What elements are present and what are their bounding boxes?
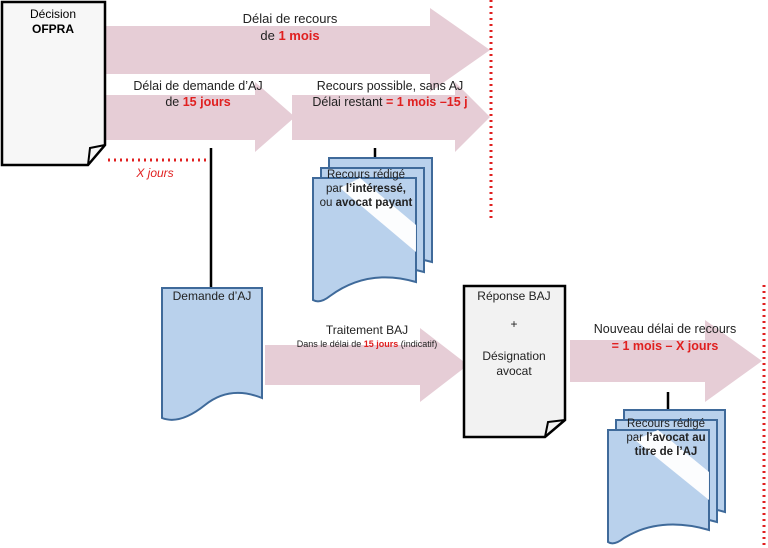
traitement-sub: Dans le délai de 15 jours (indicatif) <box>297 339 438 349</box>
demande-aj-label-line1: Délai de demande d’AJ <box>133 79 262 93</box>
demande-aj-label-line2: de 15 jours <box>165 95 230 109</box>
reponse-line4: avocat <box>496 364 532 378</box>
demande-aj-document <box>161 287 263 421</box>
recours-redige-1-line1: Recours rédigé <box>327 169 405 181</box>
recours-redige-2-line2: par l’avocat au <box>626 432 705 444</box>
recours-redige-stack-1 <box>312 157 433 303</box>
recours-redige-2-line3: titre de l’AJ <box>635 446 698 458</box>
nouveau-line2: = 1 mois – X jours <box>612 339 719 353</box>
arrow-nouveau-delai <box>570 320 762 402</box>
reponse-line3: Désignation <box>482 349 545 363</box>
recours-label-line1: Délai de recours <box>243 11 338 26</box>
decision-label-line1: Décision <box>30 7 76 21</box>
arrow-traitement-baj <box>265 328 468 402</box>
recours-label-line2: de 1 mois <box>260 28 319 43</box>
decision-ofpra-document <box>0 0 107 167</box>
nouveau-line1: Nouveau délai de recours <box>594 322 736 336</box>
arrow-recours-possible <box>292 82 490 152</box>
demande-box-label: Demande d’AJ <box>173 289 252 303</box>
recours-redige-stack-2 <box>607 409 726 545</box>
recours-redige-2-line1: Recours rédigé <box>627 418 705 430</box>
traitement-title: Traitement BAJ <box>326 323 408 337</box>
reponse-line1: Réponse BAJ <box>477 289 550 303</box>
arrow-delai-recours <box>105 8 490 92</box>
decision-label-line2: OFPRA <box>32 22 74 36</box>
recours-possible-line1: Recours possible, sans AJ <box>317 79 464 93</box>
arrow-delai-demande-aj <box>105 82 295 152</box>
x-jours-label: X jours <box>135 166 173 180</box>
reponse-plus: + <box>510 317 517 331</box>
reponse-baj-document <box>462 284 567 439</box>
recours-redige-1-line3: ou avocat payant <box>320 197 413 209</box>
recours-possible-line2: Délai restant = 1 mois –15 j <box>312 95 467 109</box>
recours-redige-1-line2: par l’intéressé, <box>326 183 406 195</box>
